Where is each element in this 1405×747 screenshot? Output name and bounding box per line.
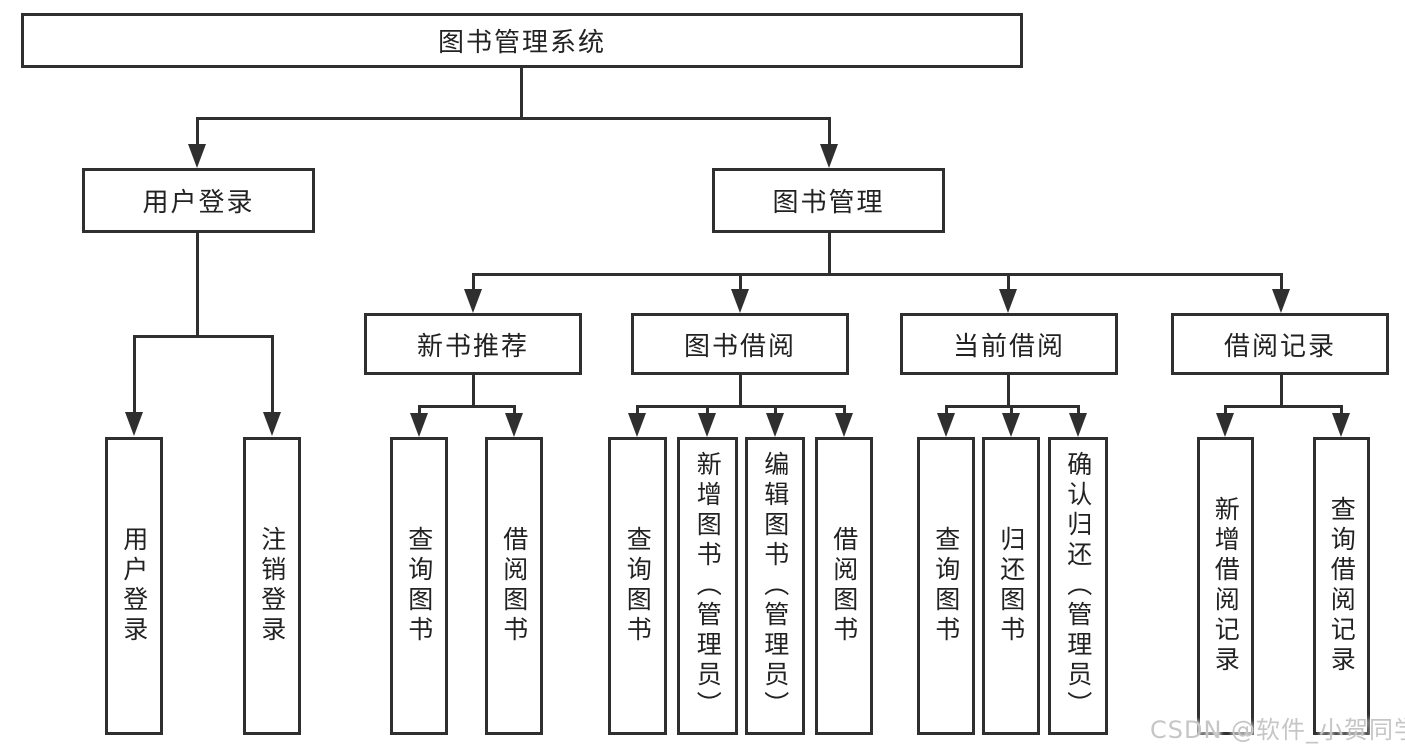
- connector-drop: [271, 335, 274, 415]
- arrowhead: [820, 144, 838, 168]
- connector-drop: [418, 405, 421, 417]
- arrowhead: [188, 144, 206, 168]
- connector-drop: [1280, 273, 1283, 293]
- node-book-borrowing: 图书借阅: [631, 313, 849, 375]
- connector-drop: [1010, 405, 1013, 417]
- connector-user-branch: [133, 335, 274, 338]
- arrowhead: [766, 413, 784, 437]
- arrowhead: [410, 413, 428, 437]
- connector-drop: [945, 405, 948, 417]
- leaf-query-books-recommend: 查询图书: [390, 437, 448, 735]
- leaf-query-books-current: 查询图书: [917, 437, 975, 735]
- leaf-logout: 注销登录: [243, 437, 301, 735]
- leaf-edit-books-admin: 编辑图书（管理员）: [745, 437, 805, 735]
- connector-drop: [1007, 273, 1010, 293]
- connector-drop: [774, 405, 777, 417]
- arrowhead: [1332, 413, 1350, 437]
- connector-drop: [1077, 405, 1080, 417]
- arrowhead: [464, 289, 482, 313]
- leaf-query-borrow-record: 查询借阅记录: [1313, 437, 1370, 735]
- node-root: 图书管理系统: [21, 13, 1023, 68]
- arrowhead: [999, 289, 1017, 313]
- connector-drop: [472, 273, 475, 293]
- connector-drop: [513, 405, 516, 417]
- arrowhead: [731, 289, 749, 313]
- arrowhead: [1002, 413, 1020, 437]
- leaf-add-borrow-record: 新增借阅记录: [1197, 437, 1254, 735]
- node-current-borrowing: 当前借阅: [900, 313, 1118, 375]
- arrowhead: [263, 412, 281, 436]
- arrowhead: [1069, 413, 1087, 437]
- connector-borrow-stem: [739, 373, 742, 408]
- connector-recommend-stem: [472, 373, 475, 408]
- connector-drop: [1340, 405, 1343, 417]
- csdn-watermark: CSDN @软件_小贺同学: [1150, 716, 1405, 744]
- connector-drop: [133, 335, 136, 415]
- node-book-management: 图书管理: [712, 168, 945, 233]
- connector-root-branch: [196, 117, 831, 120]
- connector-user-stem: [196, 233, 199, 338]
- arrowhead: [505, 413, 523, 437]
- connector-drop: [196, 117, 199, 147]
- arrowhead: [1216, 413, 1234, 437]
- connector-mgmt-stem: [828, 233, 831, 276]
- leaf-borrow-books: 借阅图书: [815, 437, 873, 735]
- connector-current-stem: [1007, 373, 1010, 408]
- arrowhead: [835, 413, 853, 437]
- leaf-user-login: 用户登录: [105, 437, 163, 735]
- node-new-book-recommendation: 新书推荐: [364, 313, 582, 375]
- node-user-login: 用户登录: [82, 168, 315, 233]
- leaf-return-books: 归还图书: [982, 437, 1040, 735]
- connector-drop: [706, 405, 709, 417]
- connector-drop: [1224, 405, 1227, 417]
- leaf-add-books-admin: 新增图书（管理员）: [677, 437, 738, 735]
- node-borrowing-records: 借阅记录: [1171, 313, 1389, 375]
- arrowhead: [1272, 289, 1290, 313]
- connector-records-branch: [1224, 405, 1343, 408]
- arrowhead: [937, 413, 955, 437]
- connector-drop: [828, 117, 831, 147]
- connector-drop: [739, 273, 742, 293]
- connector-root-stem: [520, 68, 523, 120]
- leaf-query-books-borrow: 查询图书: [608, 437, 667, 735]
- connector-borrow-branch: [636, 405, 846, 408]
- leaf-borrow-books-recommend: 借阅图书: [485, 437, 543, 735]
- connector-drop: [636, 405, 639, 417]
- leaf-confirm-return-admin: 确认归还（管理员）: [1048, 437, 1108, 735]
- arrowhead: [628, 413, 646, 437]
- connector-drop: [843, 405, 846, 417]
- connector-records-stem: [1280, 373, 1283, 408]
- arrowhead: [698, 413, 716, 437]
- connector-recommend-branch: [418, 405, 516, 408]
- arrowhead: [125, 412, 143, 436]
- connector-mgmt-branch: [472, 273, 1283, 276]
